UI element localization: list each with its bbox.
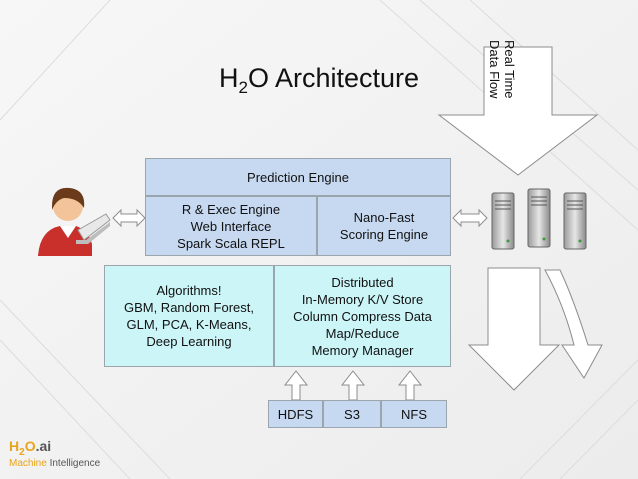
nfs-up-arrow [397,370,423,401]
h2o-ai-logo: H2O.ai [9,438,52,458]
algorithms-label: Algorithms! GBM, Random Forest, GLM, PCA… [123,283,255,349]
s3-label: S3 [344,406,360,422]
nano-fast-scoring-box: Nano-Fast Scoring Engine [317,196,451,256]
prediction-engine-label: Prediction Engine [247,169,349,185]
r-exec-engine-box: R & Exec Engine Web Interface Spark Scal… [145,196,317,256]
user-engine-double-arrow [112,208,146,228]
server-cluster-icon [491,188,587,250]
nfs-box: NFS [381,400,447,428]
user-laptop-icon [38,187,111,256]
engine-servers-double-arrow [452,208,488,228]
r-exec-engine-label: R & Exec Engine Web Interface Spark Scal… [177,201,285,251]
distributed-store-label: Distributed In-Memory K/V Store Column C… [293,274,432,358]
down-arrow-straight [467,267,561,391]
prediction-engine-box: Prediction Engine [145,158,451,196]
s3-up-arrow [340,370,366,401]
logo-tagline: Machine Intelligence [9,458,101,469]
down-arrow-curved [544,269,603,379]
hdfs-label: HDFS [277,406,314,422]
distributed-store-box: Distributed In-Memory K/V Store Column C… [274,265,451,367]
hdfs-up-arrow [283,370,309,401]
page-title: H2O Architecture [218,63,420,97]
hdfs-box: HDFS [268,400,323,428]
nano-fast-scoring-label: Nano-Fast Scoring Engine [339,210,429,242]
s3-box: S3 [323,400,381,428]
nfs-label: NFS [401,406,427,422]
algorithms-box: Algorithms! GBM, Random Forest, GLM, PCA… [104,265,274,367]
